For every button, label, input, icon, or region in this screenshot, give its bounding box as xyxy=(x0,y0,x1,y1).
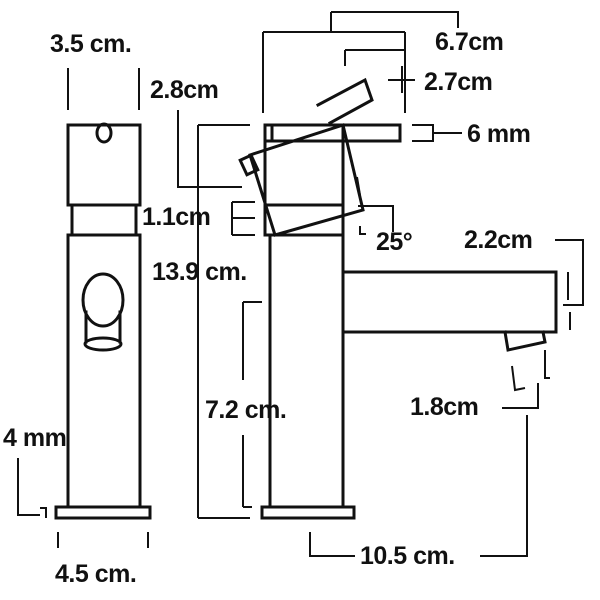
front-aerator xyxy=(84,310,122,344)
front-collar xyxy=(70,203,138,237)
side-body xyxy=(268,233,345,509)
label-body-top-width: 3.5 cm. xyxy=(50,30,132,58)
label-lever-angle: 25° xyxy=(376,228,413,256)
side-base-plate xyxy=(260,505,356,520)
label-lever-reach: 6.7cm xyxy=(435,28,504,56)
dim-line-angle xyxy=(356,176,394,235)
dim-line-body-height xyxy=(242,301,262,508)
label-spout-height: 2.2cm xyxy=(464,226,533,254)
label-body-height: 7.2 cm. xyxy=(205,396,287,424)
label-spout-reach: 10.5 cm. xyxy=(360,542,455,570)
dim-line-lever-reach xyxy=(262,11,459,113)
side-lever-arm xyxy=(315,77,374,126)
label-base-width: 4.5 cm. xyxy=(55,560,137,588)
dim-line-plate-thickness xyxy=(412,124,462,142)
dim-line-body-top-width xyxy=(67,68,140,110)
dim-line-base-width xyxy=(57,532,149,548)
dim-line-lever-length xyxy=(344,49,415,93)
side-top-tab xyxy=(263,123,274,143)
label-aerator-diameter: 1.8cm xyxy=(410,393,479,421)
dim-line-base-thickness xyxy=(17,458,47,518)
side-view xyxy=(238,77,558,520)
front-aerator-ellipse xyxy=(83,336,123,352)
label-total-height: 13.9 cm. xyxy=(152,258,247,286)
front-spout-circle xyxy=(81,272,125,328)
side-aerator xyxy=(503,330,547,352)
dim-line-aerator xyxy=(502,350,550,409)
side-lever-tab xyxy=(238,153,260,177)
front-base-plate xyxy=(54,505,152,520)
label-base-thickness: 4 mm xyxy=(3,424,67,452)
label-plate-thickness: 6 mm xyxy=(467,120,531,148)
front-handle-hole-icon xyxy=(95,122,113,144)
side-lever xyxy=(248,123,365,237)
front-handle-block xyxy=(66,123,142,207)
label-collar-height: 1.1cm xyxy=(142,203,211,231)
label-lever-depth: 2.8cm xyxy=(150,76,219,104)
front-view xyxy=(54,122,152,520)
side-spout xyxy=(341,270,558,334)
front-body xyxy=(66,233,142,509)
dim-line-collar xyxy=(231,201,255,236)
dim-line-spout-height xyxy=(555,239,584,330)
dim-line-spout-reach xyxy=(309,415,528,557)
label-lever-length: 2.7cm xyxy=(424,68,493,96)
dim-line-lever-depth xyxy=(177,110,242,188)
dim-line-total-height xyxy=(197,124,250,519)
